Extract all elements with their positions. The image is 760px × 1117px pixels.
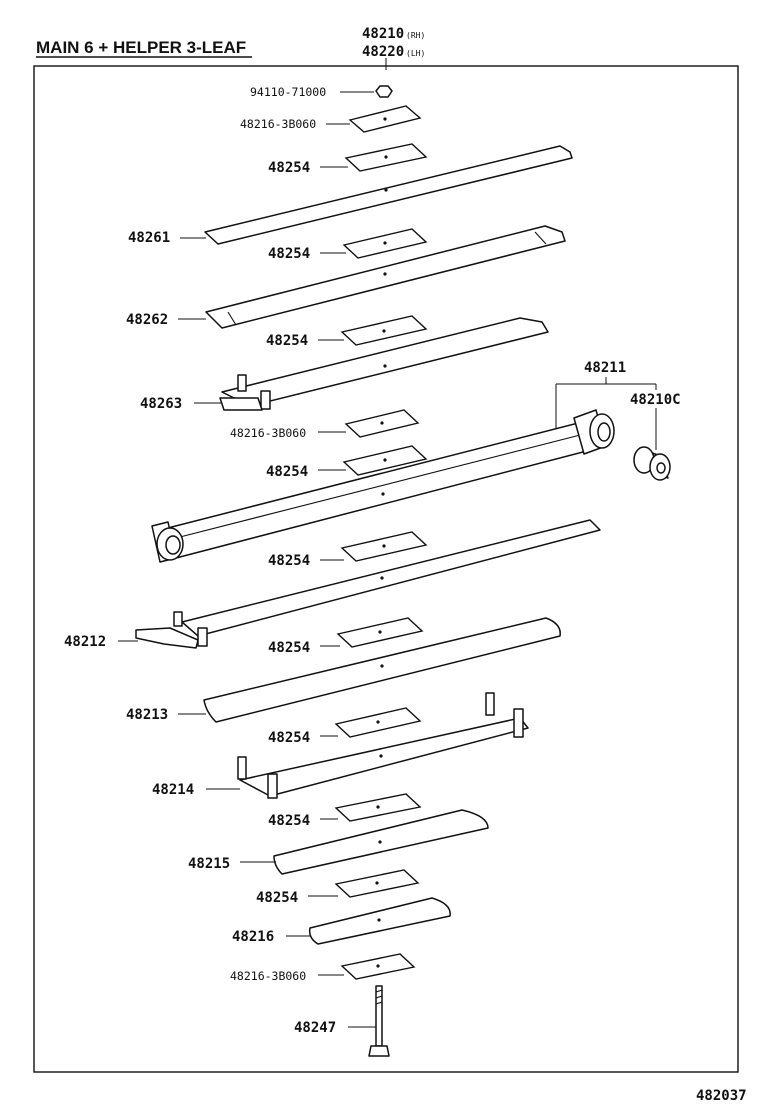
- spacer-hole-2: [383, 241, 387, 245]
- leaf-48214-shape: [239, 717, 529, 797]
- assembly-lh-side: (LH): [406, 49, 425, 58]
- label-spacer-4: 48254: [266, 464, 308, 480]
- leaf-48213-hole: [380, 664, 384, 668]
- main-leaf-hole: [381, 492, 385, 496]
- spacer-hole-9: [375, 881, 379, 885]
- main-leaf-left-eye-inner: [165, 535, 181, 555]
- label-spacer-2: 48254: [268, 246, 310, 262]
- label-plate-top: 48216-3B060: [240, 117, 316, 131]
- label-leaf-13: 48213: [126, 707, 168, 723]
- leaf-48212-hole: [380, 576, 384, 580]
- label-leaf-3: 48263: [140, 396, 182, 412]
- center-bolt-thread-3: [375, 1001, 383, 1005]
- label-spacer-8: 48254: [268, 813, 310, 829]
- leaf-48261-hole: [384, 188, 388, 192]
- leaf-48262-edge-right: [534, 231, 547, 245]
- center-bolt-thread-2: [375, 995, 383, 999]
- center-bolt-thread-1: [375, 989, 383, 993]
- center-bolt-head: [368, 1045, 390, 1057]
- label-main-leaf: 48211: [584, 360, 626, 376]
- diagram-title: MAIN 6 + HELPER 3-LEAF: [36, 38, 246, 57]
- label-spacer-3: 48254: [266, 333, 308, 349]
- leaf-48263-clip-2: [260, 390, 271, 410]
- label-leaf-14: 48214: [152, 782, 194, 798]
- leaf-48212-clip-2: [197, 627, 208, 647]
- spacer-hole-6: [378, 630, 382, 634]
- nut-shape: [375, 85, 393, 98]
- leaf-48213-shape: [203, 617, 561, 723]
- label-spacer-7: 48254: [268, 730, 310, 746]
- leaf-48263-clip-base: [219, 397, 263, 411]
- leaf-48215-hole: [378, 840, 382, 844]
- leaf-48263-clip-1: [237, 374, 247, 392]
- bushing-hole: [656, 462, 666, 474]
- spacer-hole-1: [384, 155, 388, 159]
- label-plate-mid: 48216-3B060: [230, 426, 306, 440]
- leaf-48262-shape: [205, 225, 566, 329]
- label-plate-bottom: 48216-3B060: [230, 969, 306, 983]
- label-bushing: 48210C: [630, 392, 681, 408]
- leaf-48214-hole: [379, 754, 383, 758]
- leaf-48214-clip-3: [485, 692, 495, 716]
- leaf-48212-clip-1: [173, 611, 183, 627]
- label-spacer-1: 48254: [268, 160, 310, 176]
- spacer-hole-8: [376, 805, 380, 809]
- assembly-rh-number: 48210: [362, 26, 404, 42]
- main-leaf-right-eye-inner: [597, 422, 611, 442]
- label-spacer-5: 48254: [268, 553, 310, 569]
- label-leaf-2: 48262: [126, 312, 168, 328]
- label-nut: 94110-71000: [250, 85, 326, 99]
- center-bolt-shank: [375, 985, 383, 1047]
- plate-bottom-hole: [376, 964, 380, 968]
- assembly-rh-side: (RH): [406, 31, 425, 40]
- label-leaf-1: 48261: [128, 230, 170, 246]
- leaf-48212-shape: [181, 519, 601, 637]
- spacer-hole-7: [376, 720, 380, 724]
- leaf-48212-tip: [135, 627, 199, 649]
- main-leaf-edge: [175, 431, 593, 539]
- leaf-48214-clip-4: [513, 708, 524, 738]
- diagram-frame: [33, 65, 739, 1073]
- figure-number: 482037: [696, 1088, 747, 1104]
- label-leaf-12: 48212: [64, 634, 106, 650]
- spacer-hole-3: [382, 329, 386, 333]
- spacer-hole-4: [383, 458, 387, 462]
- leaf-48261-shape: [204, 145, 573, 245]
- leaf-48214-clip-2: [267, 773, 278, 799]
- assembly-lh-number: 48220: [362, 44, 404, 60]
- plate-mid-hole: [380, 421, 384, 425]
- leaf-48263-hole: [383, 364, 387, 368]
- label-spacer-6: 48254: [268, 640, 310, 656]
- label-spacer-9: 48254: [256, 890, 298, 906]
- label-leaf-16: 48216: [232, 929, 274, 945]
- leaf-48214-clip-1: [237, 756, 247, 780]
- label-leaf-15: 48215: [188, 856, 230, 872]
- leaf-48262-edge-left: [227, 311, 237, 326]
- leaf-48262-hole: [383, 272, 387, 276]
- spacer-hole-5: [382, 544, 386, 548]
- leaf-48216-hole: [377, 918, 381, 922]
- plate-top-hole: [383, 117, 387, 121]
- label-center-bolt: 48247: [294, 1020, 336, 1036]
